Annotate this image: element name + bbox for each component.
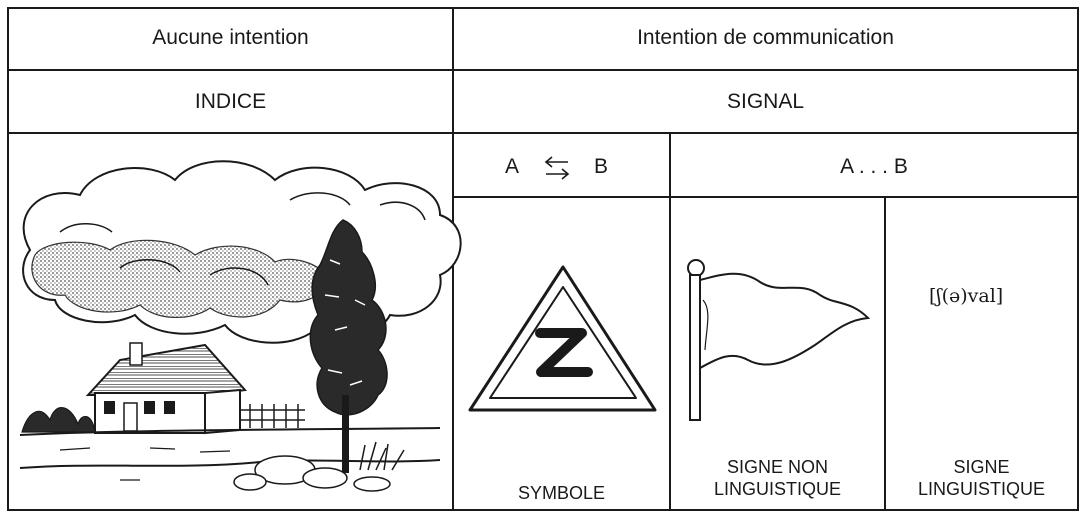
label-linguistic-line2: LINGUISTIQUE xyxy=(917,479,1046,499)
relation-one-way: A . . . B xyxy=(840,155,908,178)
reciprocal-arrows-icon xyxy=(544,156,570,180)
relation-b: B xyxy=(594,155,609,178)
label-symbol: SYMBOLE xyxy=(517,483,606,503)
tree xyxy=(309,219,388,473)
phonetic-transcription: [ʃ(ə)val] xyxy=(929,285,1004,307)
header-communication-intention: Intention de communication xyxy=(637,26,894,49)
landscape-illustration xyxy=(19,160,462,492)
label-linguistic-line1: SIGNE xyxy=(953,457,1010,477)
label-linguistic-sign: SIGNE LINGUISTIQUE xyxy=(885,456,1078,500)
header-no-intention: Aucune intention xyxy=(152,26,309,49)
label-non-linguistic-line1: SIGNE NON xyxy=(726,457,828,477)
house xyxy=(85,342,247,435)
category-signal: SIGNAL xyxy=(726,90,805,113)
smoke-cloud xyxy=(22,160,462,344)
label-non-linguistic-sign: SIGNE NON LINGUISTIQUE xyxy=(670,456,885,500)
road-sign-icon xyxy=(468,265,657,412)
table-grid xyxy=(7,7,1079,511)
category-clue: INDICE xyxy=(194,90,267,113)
fence xyxy=(240,404,305,428)
relation-a: A xyxy=(505,155,520,178)
ground xyxy=(19,407,441,492)
flag-icon xyxy=(687,259,871,421)
label-non-linguistic-line2: LINGUISTIQUE xyxy=(713,479,842,499)
